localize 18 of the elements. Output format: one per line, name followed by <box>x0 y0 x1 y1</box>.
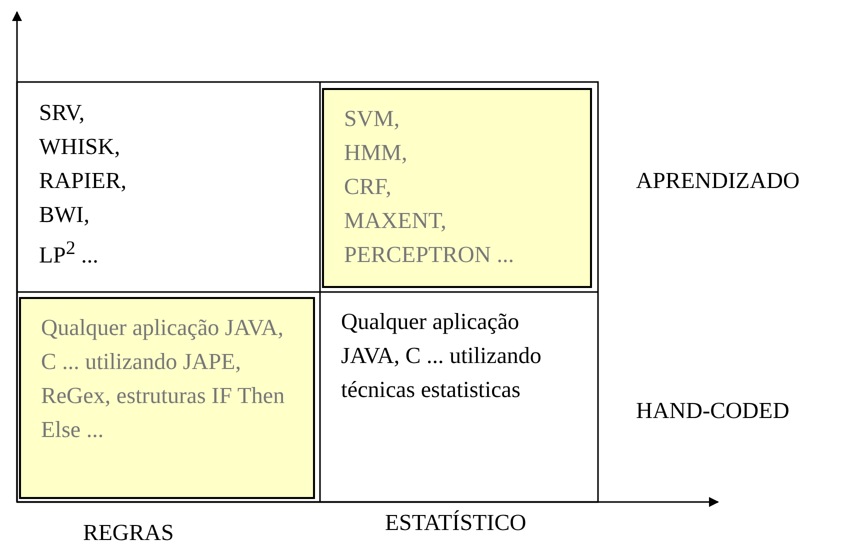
cell-text: Qualquer aplicação JAVA, C ... utilizando JAPE, ReGex, estruturas IF Then Else ... <box>41 314 286 444</box>
cell-text: BWI, <box>39 201 90 229</box>
cell-text: LP$^{2}$ ... <box>39 237 100 270</box>
cell-text: WHISK, <box>39 133 122 161</box>
axis-label: APRENDIZADO <box>636 168 800 194</box>
cell-text: Qualquer aplicação JAVA, C ... utilizando técnicas estatisticas <box>341 308 542 404</box>
matrix-cell <box>322 88 592 288</box>
cell-text: CRF, <box>344 173 392 201</box>
cell-text: HMM, <box>344 139 408 167</box>
cell-text: SRV, <box>39 99 86 127</box>
matrix-cell <box>19 297 315 499</box>
cell-text: RAPIER, <box>39 167 128 195</box>
cell-text: SVM, <box>344 105 401 133</box>
cell-text: MAXENT, <box>344 207 448 235</box>
axis-label: ESTATÍSTICO <box>385 510 526 536</box>
cell-text: PERCEPTRON ... <box>344 241 515 269</box>
axis-label: REGRAS <box>83 520 174 546</box>
axis-label: HAND-CODED <box>636 398 790 424</box>
